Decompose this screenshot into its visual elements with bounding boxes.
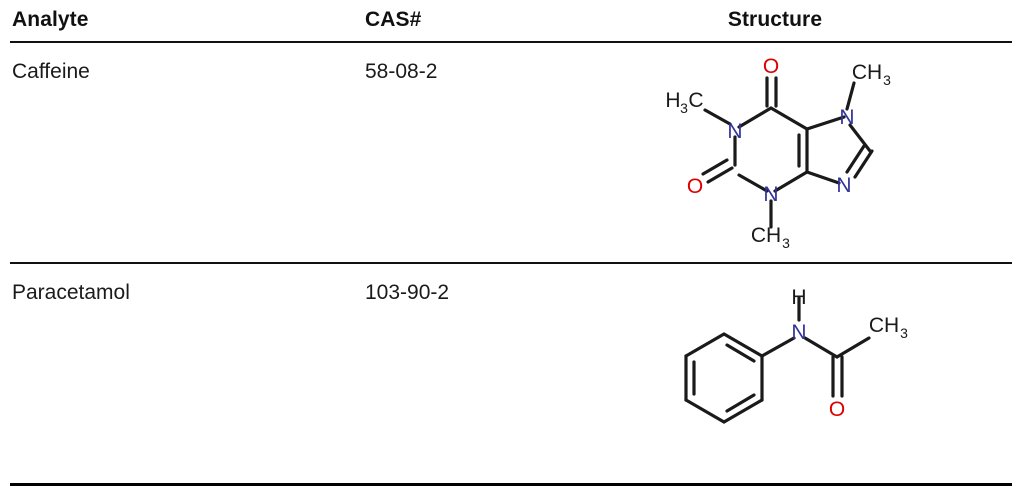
atom-label-methyl-subscript: 3 [900,325,908,341]
table-bottom-rule [10,483,1012,486]
table-header-row: Analyte CAS# Structure [10,4,1012,38]
methyl-group-left: H 3 C [665,89,703,116]
atom-label-methyl-left-subscript: 3 [680,100,688,116]
atom-label-methyl-left-c: C [688,89,703,112]
cell-cas-number: 103-90-2 [365,281,450,304]
atom-label-oxygen-left: O [687,175,703,198]
analyte-table: Analyte CAS# Structure Caffeine 58-08-2 [10,0,1012,497]
atom-label-hydrogen: H [791,288,806,309]
paracetamol-structure-diagram: H N O CH 3 [684,288,908,424]
column-header-analyte: Analyte [12,8,89,31]
atom-label-methyl-bottom-subscript: 3 [782,235,790,251]
methyl-group: CH 3 [869,314,908,341]
atom-label-oxygen: O [829,398,845,421]
caffeine-bond-skeleton [701,76,874,229]
atom-label-nitrogen-n9: N [836,174,851,197]
atom-label-methyl: CH [869,314,899,337]
methyl-group-bottom: CH 3 [751,224,790,251]
cell-structure: H N O CH 3 [610,266,950,483]
atom-label-nitrogen-n3: N [763,183,778,206]
cell-cas-number: 58-08-2 [365,60,438,83]
atom-label-nitrogen-n1: N [727,120,742,143]
header-divider-rule [10,41,1012,43]
cell-analyte-name: Paracetamol [12,281,130,304]
atom-label-nitrogen-n7: N [839,106,854,129]
atom-label-methyl-top-right-subscript: 3 [883,72,891,88]
atom-label-methyl-top-right: CH [852,61,882,84]
row-divider-rule [10,262,1012,264]
methyl-group-top-right: CH 3 [852,61,891,88]
column-header-cas: CAS# [365,8,422,31]
atom-label-nitrogen: N [791,321,806,344]
caffeine-structure-diagram: O O N N N N H 3 C CH [665,55,891,251]
paracetamol-bond-skeleton [684,296,871,424]
atom-label-oxygen-top: O [763,55,779,78]
column-header-structure: Structure [727,8,823,31]
cell-structure: O O N N N N H 3 C CH [610,45,950,262]
cell-analyte-name: Caffeine [12,60,90,83]
atom-label-methyl-left-h: H [665,89,680,112]
table-row: Caffeine 58-08-2 [10,45,1012,262]
table-row: Paracetamol 103-90-2 [10,266,1012,483]
atom-label-methyl-bottom: CH [751,224,781,247]
